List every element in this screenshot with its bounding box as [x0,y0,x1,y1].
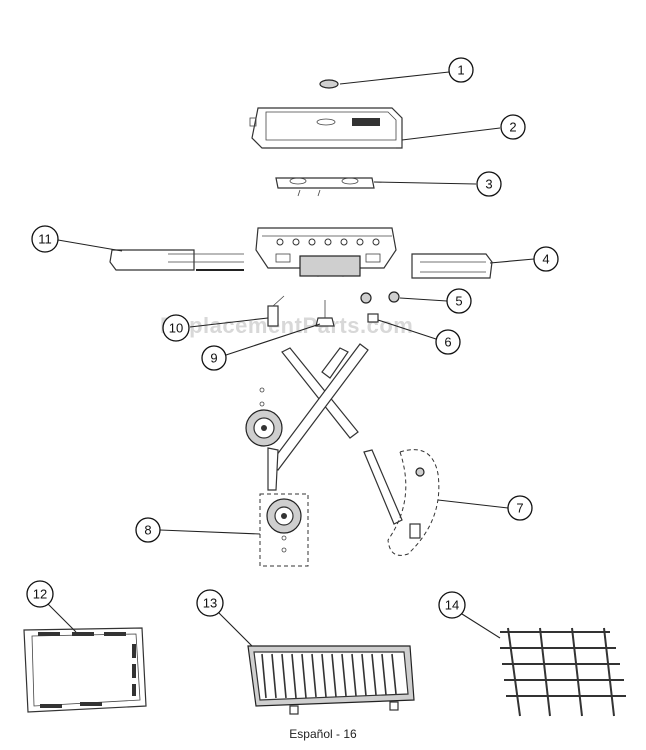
part-3-burner [275,177,375,197]
leader-lines [45,71,535,647]
part-1-knob [319,79,339,89]
part-4-side-table-right [411,253,493,279]
callout-9: 9 [201,345,227,371]
svg-text:10: 10 [169,321,183,336]
svg-text:13: 13 [203,596,217,611]
part-12-drip-tray [23,627,147,713]
callout-14: 14 [438,591,466,619]
svg-text:4: 4 [542,252,549,267]
svg-text:6: 6 [444,335,451,350]
callout-7: 7 [507,495,533,521]
callout-3: 3 [476,171,502,197]
callout-1: 1 [448,57,474,83]
part-11-side-table-left [109,249,244,271]
page-footer: Español - 16 [289,727,357,741]
callout-8: 8 [135,517,161,543]
svg-text:14: 14 [445,598,459,613]
part-6-igniter-bracket [367,313,379,323]
callout-12: 12 [26,580,54,608]
svg-text:3: 3 [485,177,492,192]
svg-text:7: 7 [516,501,523,516]
callout-5: 5 [446,288,472,314]
part-7-foot-assembly [387,449,440,556]
grill-base [255,227,397,277]
callout-6: 6 [435,329,461,355]
svg-text:1: 1 [457,63,464,78]
part-10-regulator [267,295,285,327]
svg-text:12: 12 [33,587,47,602]
svg-text:8: 8 [144,523,151,538]
svg-text:5: 5 [455,294,462,309]
callout-11: 11 [31,225,59,253]
svg-text:11: 11 [38,232,52,247]
part-14-warming-rack [500,627,626,717]
part-9-igniter [315,300,335,327]
part-13-cooking-grate [247,645,415,715]
part-2-lid [249,107,403,149]
wheel-upper [245,387,283,447]
svg-text:2: 2 [509,120,516,135]
callout-10: 10 [162,314,190,342]
callout-2: 2 [500,114,526,140]
part-5-nuts [360,291,400,304]
svg-text:9: 9 [210,351,217,366]
callout-4: 4 [533,246,559,272]
callout-13: 13 [196,589,224,617]
stand-legs [267,343,403,525]
part-8-wheel-assembly [259,493,309,567]
